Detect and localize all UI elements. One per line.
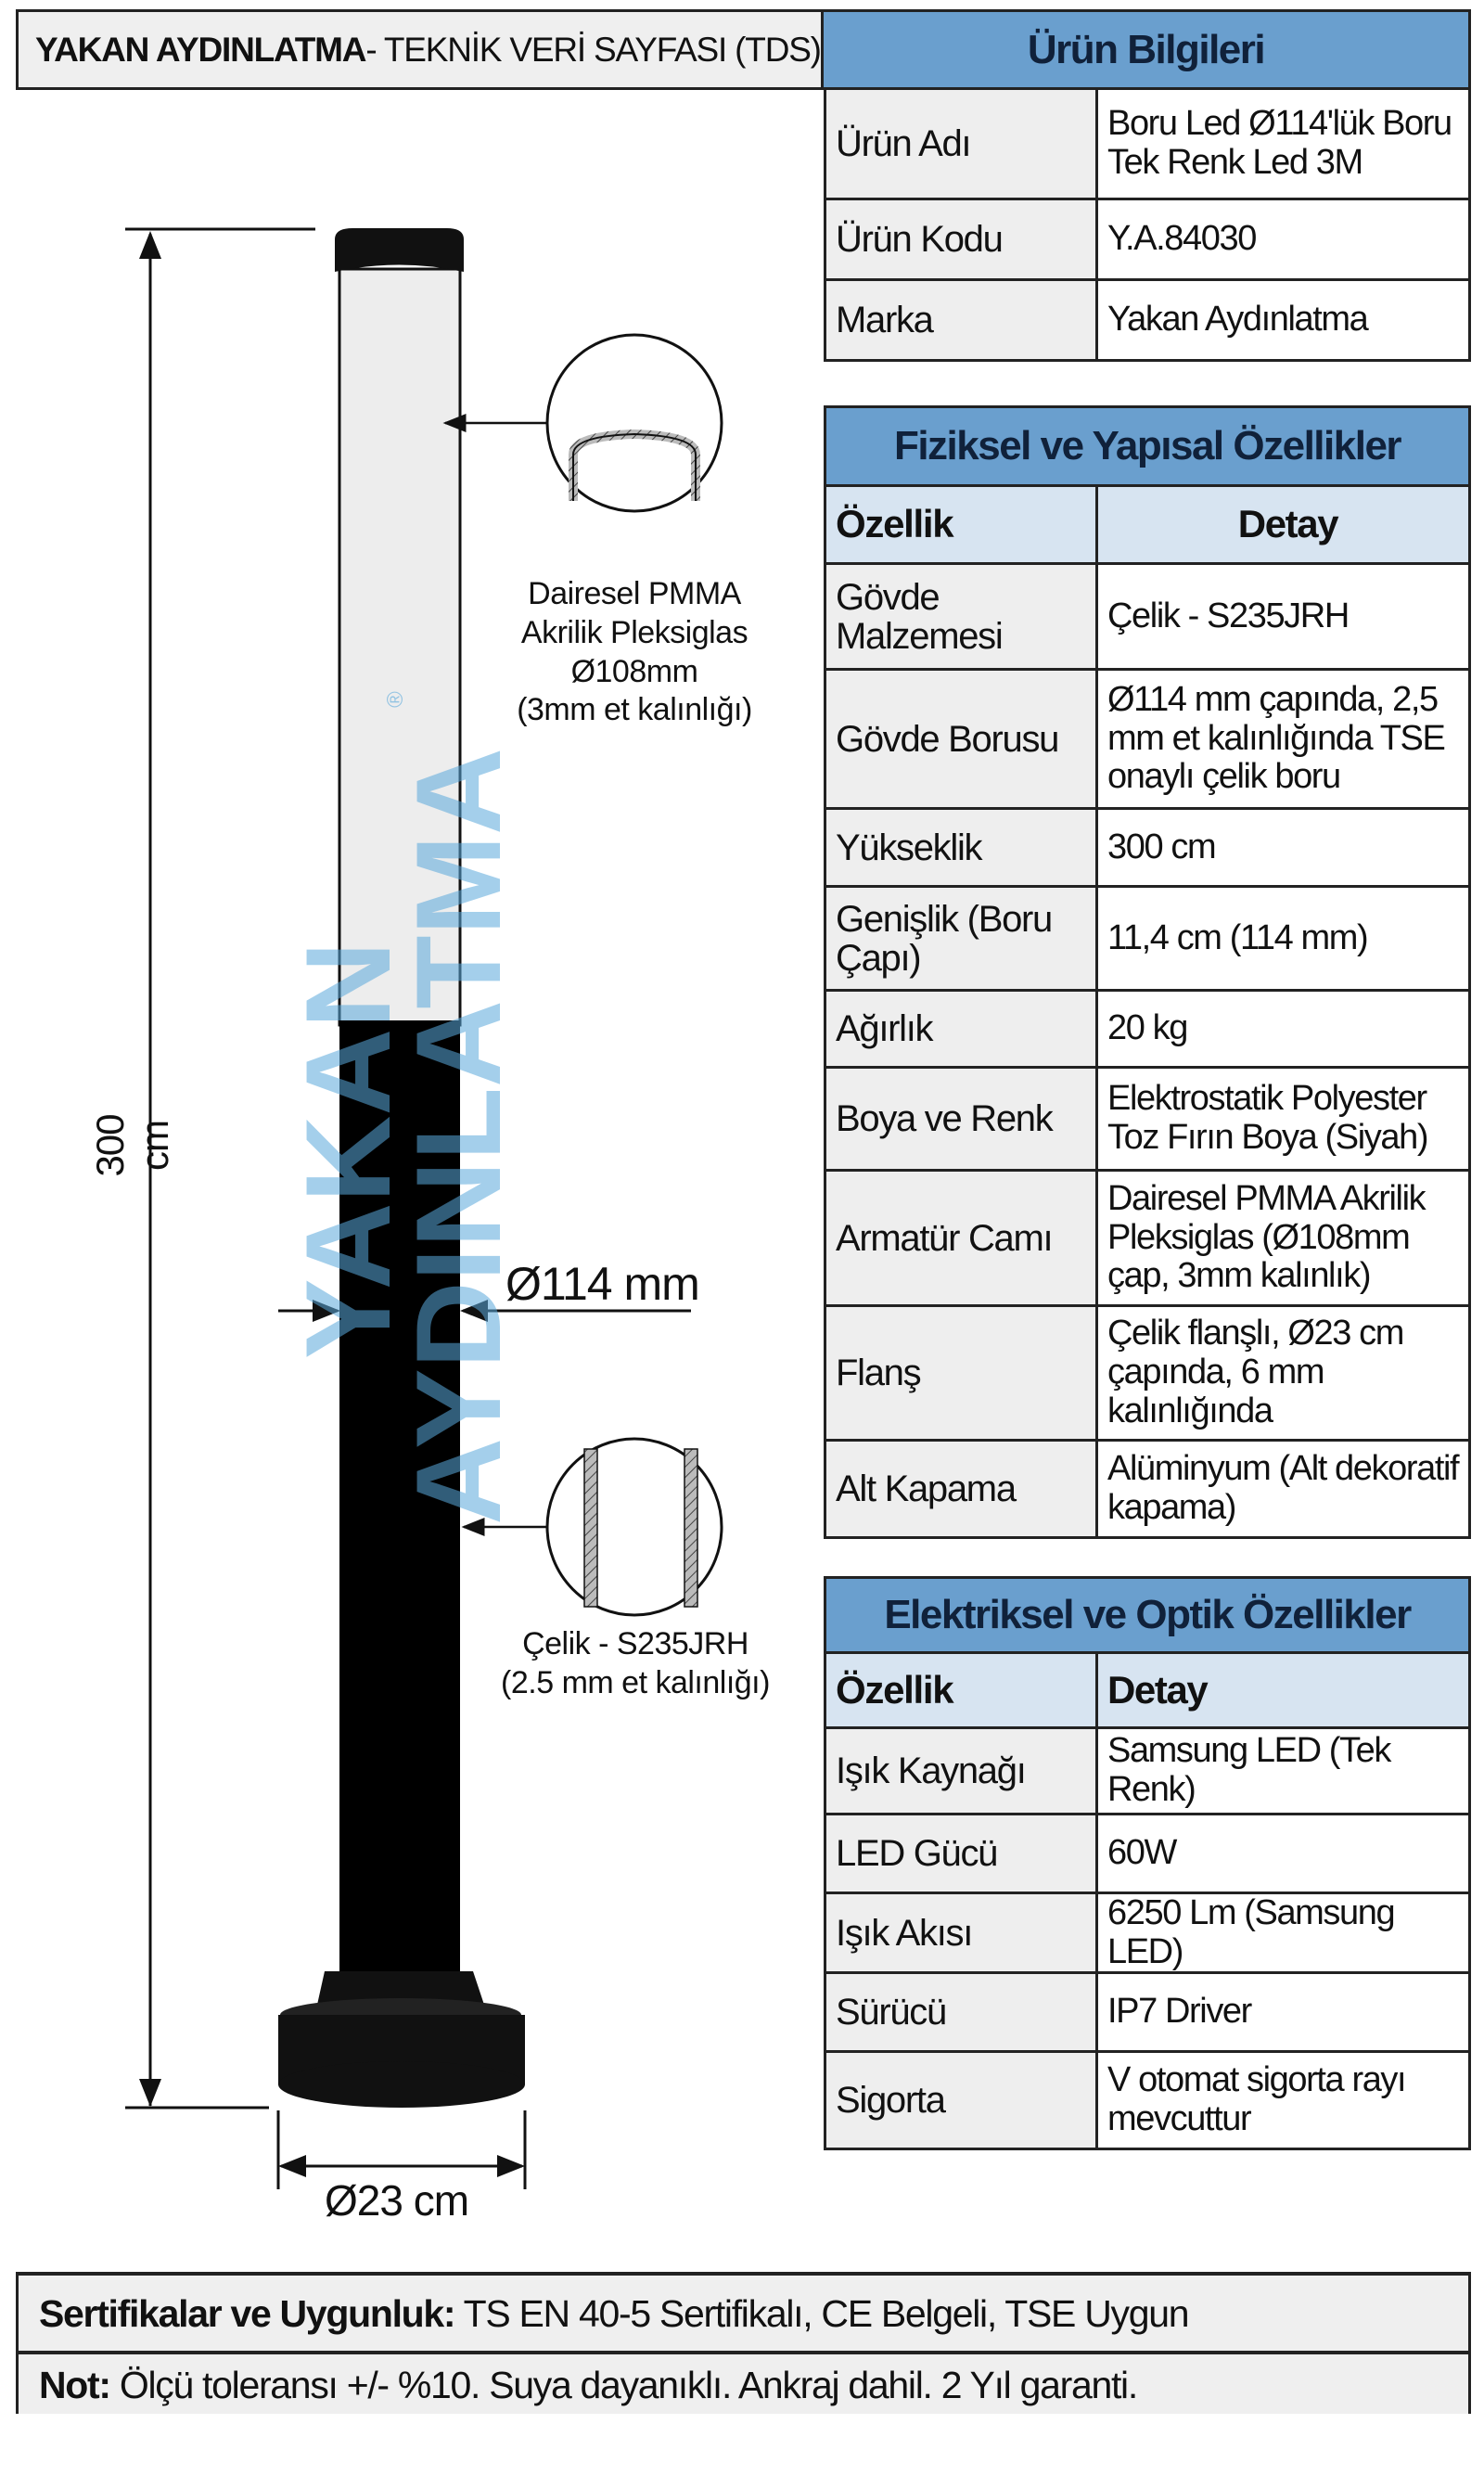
product-info-title: Ürün Bilgileri <box>821 9 1471 90</box>
row-value: 20 kg <box>1098 992 1468 1066</box>
row-value: Çelik - S235JRH <box>1098 565 1468 668</box>
pmma-detail-label: Dairesel PMMA Akrilik Pleksiglas Ø108mm … <box>477 575 792 730</box>
row-value: Elektrostatik Polyester Toz Fırın Boya (… <box>1098 1069 1468 1169</box>
row-label: Gövde Borusu <box>826 671 1098 807</box>
row-value: 11,4 cm (114 mm) <box>1098 888 1468 989</box>
column-header: Detay <box>1098 487 1468 562</box>
row-value: 300 cm <box>1098 810 1468 885</box>
base-dimension <box>276 2110 527 2189</box>
watermark-line-2: AYDINLATMA <box>390 748 526 1525</box>
row-label: Işık Akısı <box>826 1894 1098 1971</box>
row-label: LED Gücü <box>826 1815 1098 1892</box>
brand-name: YAKAN AYDINLATMA <box>35 30 367 69</box>
label-line: (3mm et kalınlığı) <box>517 692 752 728</box>
row-value: Alüminyum (Alt dekoratif kapama) <box>1098 1442 1468 1536</box>
pole <box>278 228 525 2108</box>
document-title: YAKAN AYDINLATMA - TEKNİK VERİ SAYFASI (… <box>16 9 824 90</box>
table-row: Genişlik (Boru Çapı)11,4 cm (114 mm) <box>826 888 1468 992</box>
steel-detail-callout <box>461 1437 723 1617</box>
label-line: (2.5 mm et kalınlığı) <box>501 1664 770 1700</box>
note-value: Ölçü toleransı +/- %10. Suya dayanıklı. … <box>109 2364 1138 2406</box>
row-value: 6250 Lm (Samsung LED) <box>1098 1893 1468 1971</box>
row-label: Ürün Adı <box>826 90 1098 198</box>
note-label: Not: <box>39 2364 111 2406</box>
row-label: Genişlik (Boru Çapı) <box>826 888 1098 989</box>
column-header: Özellik <box>826 487 1098 562</box>
top-cap <box>335 228 464 272</box>
row-value: Yakan Aydınlatma <box>1098 281 1468 359</box>
physical-specs-title: Fiziksel ve Yapısal Özellikler <box>824 405 1471 487</box>
document-subtitle: - TEKNİK VERİ SAYFASI (TDS) <box>365 30 822 69</box>
electrical-specs-title: Elektriksel ve Optik Özellikler <box>824 1576 1471 1654</box>
row-label: Işık Kaynağı <box>826 1729 1098 1813</box>
height-dimension <box>125 227 315 2110</box>
row-value: V otomat sigorta rayı mevcuttur <box>1098 2053 1468 2148</box>
height-label: 300 cm <box>88 1114 176 1177</box>
steel-detail-label: Çelik - S235JRH (2.5 mm et kalınlığı) <box>464 1625 807 1703</box>
label-line: Ø108mm <box>570 653 698 689</box>
row-label: Ağırlık <box>826 992 1098 1066</box>
row-value: Samsung LED (Tek Renk) <box>1098 1729 1468 1813</box>
diameter-label: Ø114 mm <box>505 1258 700 1310</box>
registered-mark: ® <box>382 691 408 708</box>
row-label: Gövde Malzemesi <box>826 565 1098 668</box>
certifications-value: TS EN 40-5 Sertifikalı, CE Belgeli, TSE … <box>454 2292 1190 2335</box>
row-value: Ø114 mm çapında, 2,5 mm et kalınlığında … <box>1098 671 1468 807</box>
row-value: Boru Led Ø114'lük Boru Tek Renk Led 3M <box>1098 90 1468 198</box>
row-value: Dairesel PMMA Akrilik Pleksiglas (Ø108mm… <box>1098 1172 1468 1304</box>
row-value: Y.A.84030 <box>1098 200 1468 278</box>
row-value: Çelik flanşlı, Ø23 cm çapında, 6 mm kalı… <box>1098 1307 1468 1439</box>
row-label: Armatür Camı <box>826 1172 1098 1304</box>
column-header: Özellik <box>826 1654 1098 1726</box>
label-line: Dairesel PMMA <box>528 576 741 611</box>
certifications-row: Sertifikalar ve Uygunluk: TS EN 40-5 Ser… <box>16 2272 1471 2353</box>
note-row: Not: Ölçü toleransı +/- %10. Suya dayanı… <box>16 2351 1471 2414</box>
row-label: Alt Kapama <box>826 1442 1098 1536</box>
row-label: Ürün Kodu <box>826 200 1098 278</box>
column-header: Detay <box>1098 1654 1468 1726</box>
row-label: Sürücü <box>826 1974 1098 2050</box>
label-line: Akrilik Pleksiglas <box>520 614 748 650</box>
row-value: 60W <box>1098 1815 1468 1892</box>
row-value: IP7 Driver <box>1098 1974 1468 2050</box>
row-label: Sigorta <box>826 2053 1098 2148</box>
pole-drawing <box>125 227 723 2189</box>
pmma-detail-callout <box>442 333 723 513</box>
certifications-label: Sertifikalar ve Uygunluk: <box>39 2292 456 2335</box>
label-line: Çelik - S235JRH <box>522 1626 748 1661</box>
base-diameter-label: Ø23 cm <box>325 2176 469 2225</box>
row-label: Yükseklik <box>826 810 1098 885</box>
row-label: Marka <box>826 281 1098 359</box>
row-label: Boya ve Renk <box>826 1069 1098 1169</box>
row-label: Flanş <box>826 1307 1098 1439</box>
